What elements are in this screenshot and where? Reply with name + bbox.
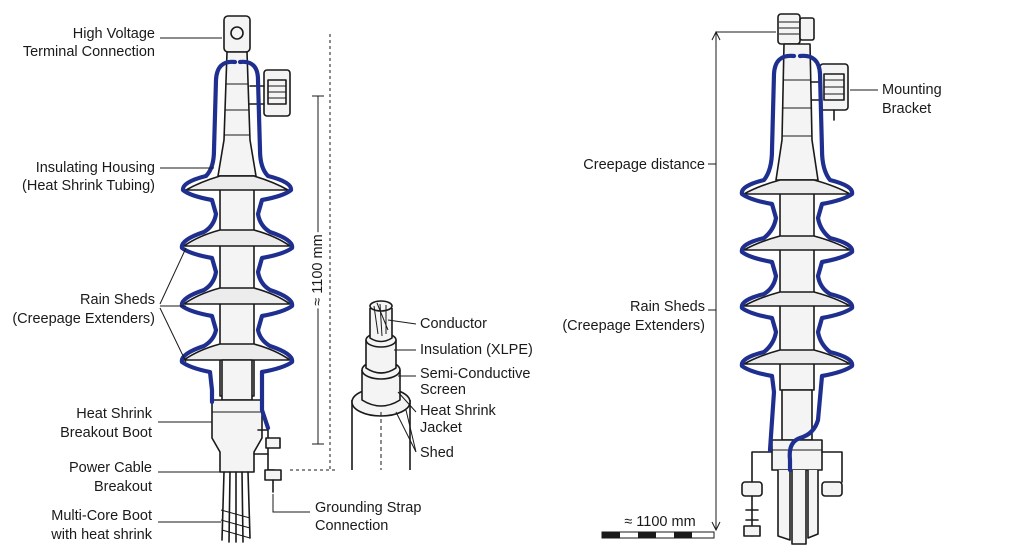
label-grounding-line1: Grounding Strap [315, 500, 421, 516]
left-grounding-bracket [253, 429, 282, 493]
right-terminal-lug [777, 13, 801, 45]
label-right-rain-sheds-line1: Rain Sheds [630, 299, 705, 315]
scale-bar: ≈ 1100 mm [601, 514, 715, 539]
left-upper-stem [217, 51, 257, 177]
label-cable-breakout-line1: Power Cable [69, 460, 152, 476]
label-housing-line1: Insulating Housing [36, 160, 155, 176]
left-lower-stem [221, 359, 253, 401]
label-multicore-line1: Multi-Core Boot [51, 508, 152, 524]
left-multicore-cables [220, 471, 251, 543]
cable-labels: Conductor Insulation (XLPE) Semi-Conduct… [387, 316, 533, 461]
label-breakout-boot-line1: Heat Shrink [76, 406, 153, 422]
label-grounding-line2: Connection [315, 518, 388, 534]
right-creepage-dimension [711, 30, 776, 532]
right-creepage-path [739, 53, 855, 473]
right-mounting-bracket [811, 63, 849, 121]
right-upper-stem [775, 43, 819, 181]
left-terminal-lug [223, 15, 251, 53]
label-multicore-line2: with heat shrink [50, 527, 152, 543]
left-labels: High Voltage Terminal Connection Insulat… [12, 26, 421, 543]
right-cable-cores [777, 470, 819, 545]
label-creepage-distance: Creepage distance [583, 157, 705, 173]
cable-conductor [369, 300, 393, 312]
right-labels: Mounting Bracket Creepage distance Rain … [562, 82, 941, 334]
left-height-dimension: ≈ 1100 mm [290, 34, 336, 471]
label-jacket-line2: Jacket [420, 420, 462, 436]
label-right-rain-sheds-line2: (Creepage Extenders) [562, 318, 705, 334]
right-base [771, 439, 823, 471]
label-semicon-line2: Screen [420, 382, 466, 398]
cable-jacket-layer [361, 370, 401, 407]
left-breakout-boot [211, 399, 263, 473]
cable-semicon-layer [365, 340, 397, 374]
label-semicon-line1: Semi-Conductive [420, 366, 530, 382]
left-terminal-hole [230, 26, 244, 40]
label-mounting-line1: Mounting [882, 82, 942, 98]
label-hv-terminal-line1: High Voltage [73, 26, 155, 42]
label-height-dimension: ≈ 1100 mm [310, 234, 326, 305]
left-mounting-bracket [249, 69, 291, 117]
label-housing-line2: (Heat Shrink Tubing) [22, 178, 155, 194]
cable-cross-section [351, 300, 411, 470]
right-termination [739, 13, 855, 545]
label-mounting-line2: Bracket [882, 101, 931, 117]
label-conductor: Conductor [420, 316, 487, 332]
label-scale-dimension: ≈ 1100 mm [624, 514, 695, 530]
label-insulation: Insulation (XLPE) [420, 342, 533, 358]
label-cable-breakout-line2: Breakout [94, 479, 152, 495]
label-rain-sheds-line1: Rain Sheds [80, 292, 155, 308]
left-termination [179, 15, 295, 543]
left-creepage-path [179, 59, 295, 431]
label-rain-sheds-line2: (Creepage Extenders) [12, 311, 155, 327]
label-jacket-line1: Heat Shrink [420, 403, 497, 419]
label-hv-terminal-line2: Terminal Connection [23, 44, 155, 60]
label-shed: Shed [420, 445, 454, 461]
right-base-bolts [741, 451, 843, 537]
label-breakout-boot-line2: Breakout Boot [60, 425, 152, 441]
